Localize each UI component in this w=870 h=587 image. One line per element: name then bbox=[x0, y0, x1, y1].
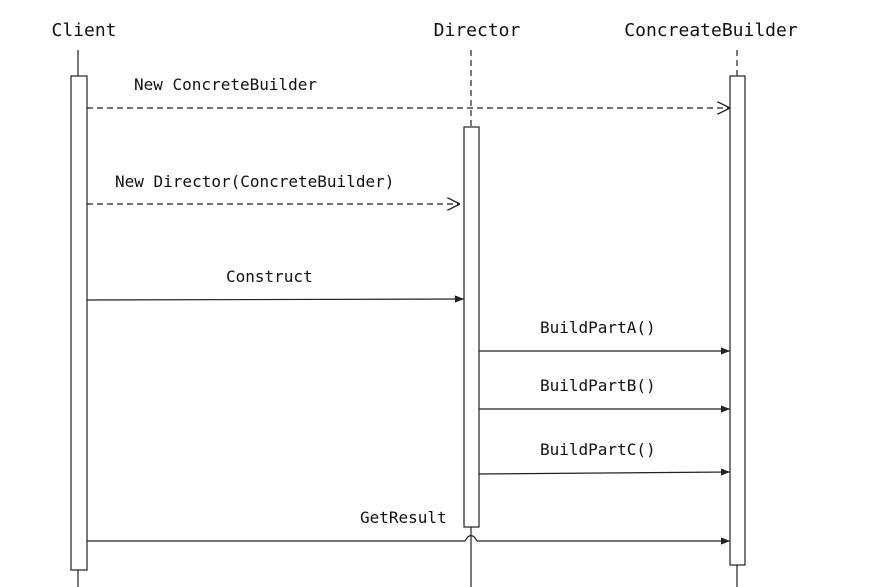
construct-label: Construct bbox=[226, 267, 313, 286]
new-director-label: New Director(ConcreteBuilder) bbox=[115, 172, 394, 191]
build-part-c-arrow bbox=[478, 468, 731, 476]
build-part-c-label: BuildPartC() bbox=[540, 440, 656, 459]
director-activation-bar bbox=[463, 126, 480, 528]
new-concrete-builder-label: New ConcreteBuilder bbox=[134, 75, 317, 94]
builder-activation-bar bbox=[729, 75, 746, 566]
participant-director-label: Director bbox=[434, 20, 521, 41]
build-part-a-label: BuildPartA() bbox=[540, 318, 656, 337]
build-part-b-label: BuildPartB() bbox=[540, 376, 656, 395]
get-result-arrow bbox=[87, 534, 730, 545]
get-result-label: GetResult bbox=[360, 508, 447, 527]
construct-arrow bbox=[86, 295, 465, 303]
client-activation-bar bbox=[70, 75, 88, 571]
participant-concrete-builder-label: ConcreateBuilder bbox=[624, 20, 798, 41]
participant-client-label: Client bbox=[51, 20, 116, 41]
